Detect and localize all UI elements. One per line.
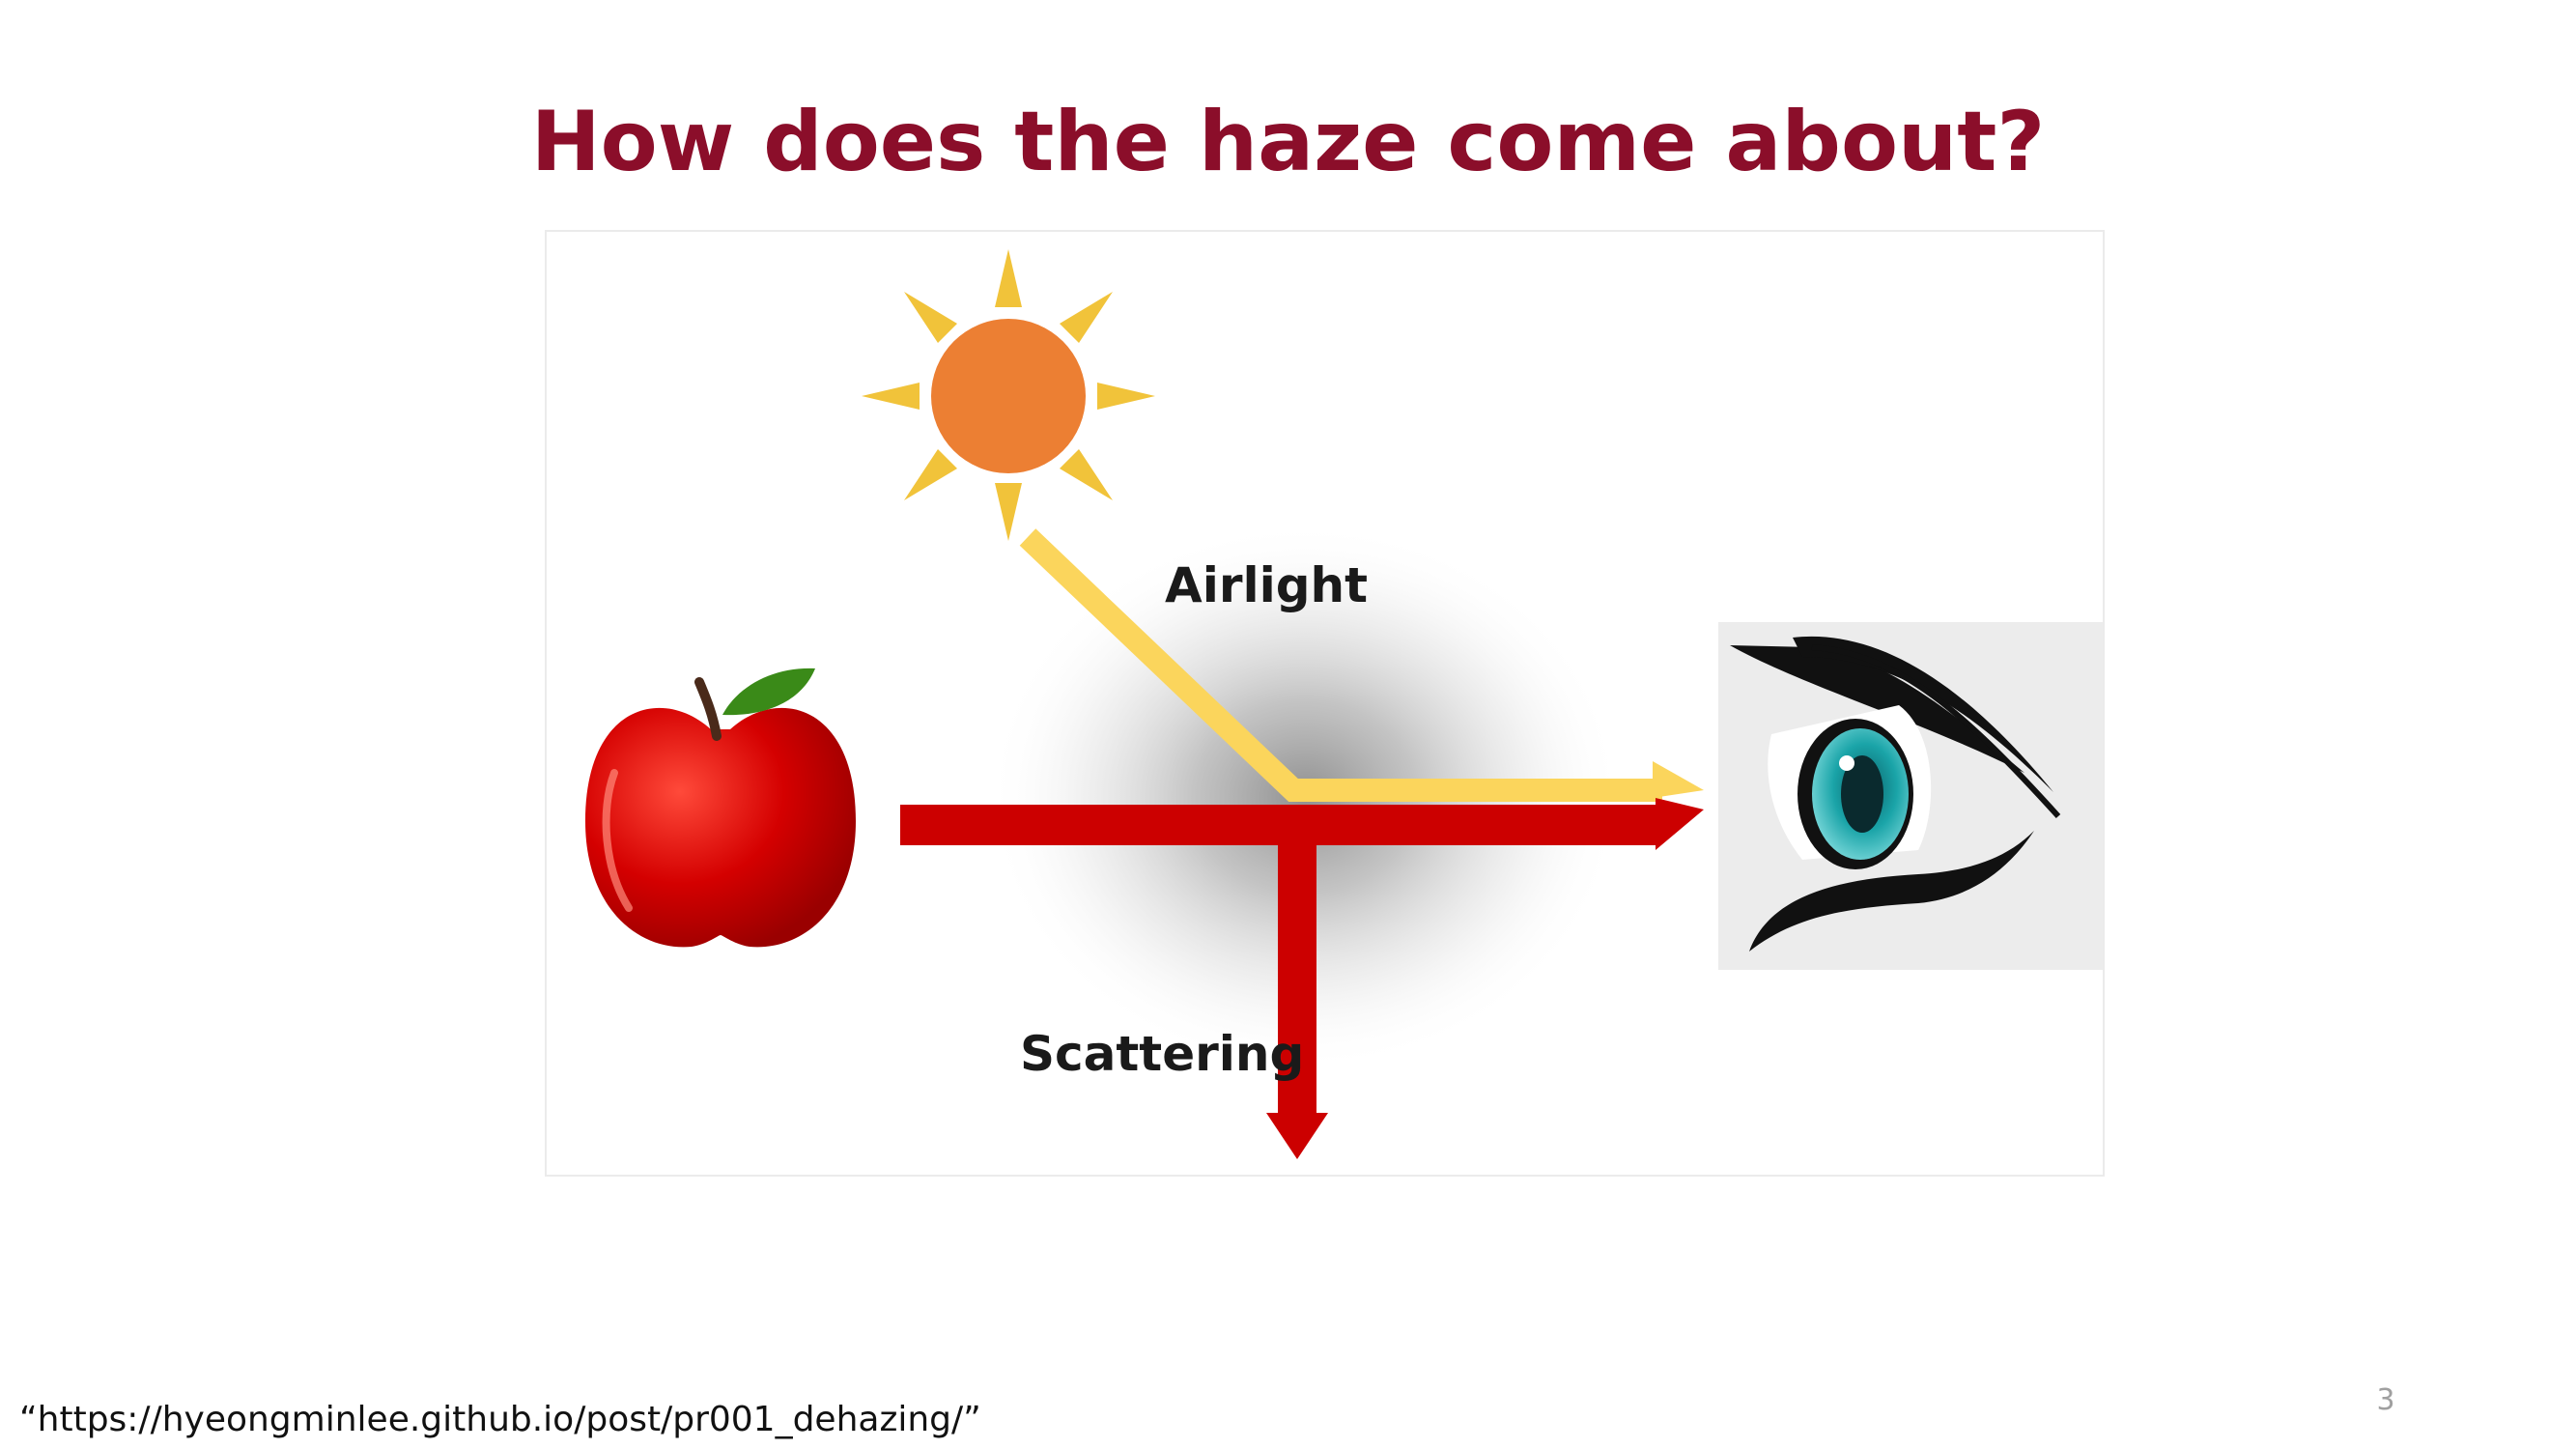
haze-diagram: Airlight Scattering xyxy=(545,230,2105,1177)
scattering-ray xyxy=(1266,840,1328,1159)
sun-icon xyxy=(862,249,1155,541)
airlight-label: Airlight xyxy=(1165,557,1368,613)
object-light-ray xyxy=(900,798,1704,850)
slide-title: How does the haze come about? xyxy=(530,94,2046,190)
page-number: 3 xyxy=(2376,1383,2395,1417)
airlight-ray xyxy=(1019,528,1704,802)
scattering-label: Scattering xyxy=(1020,1026,1304,1082)
source-citation: “https://hyeongminlee.github.io/post/pr0… xyxy=(19,1400,981,1439)
eye-icon xyxy=(1718,622,2103,970)
apple-icon xyxy=(585,668,856,948)
